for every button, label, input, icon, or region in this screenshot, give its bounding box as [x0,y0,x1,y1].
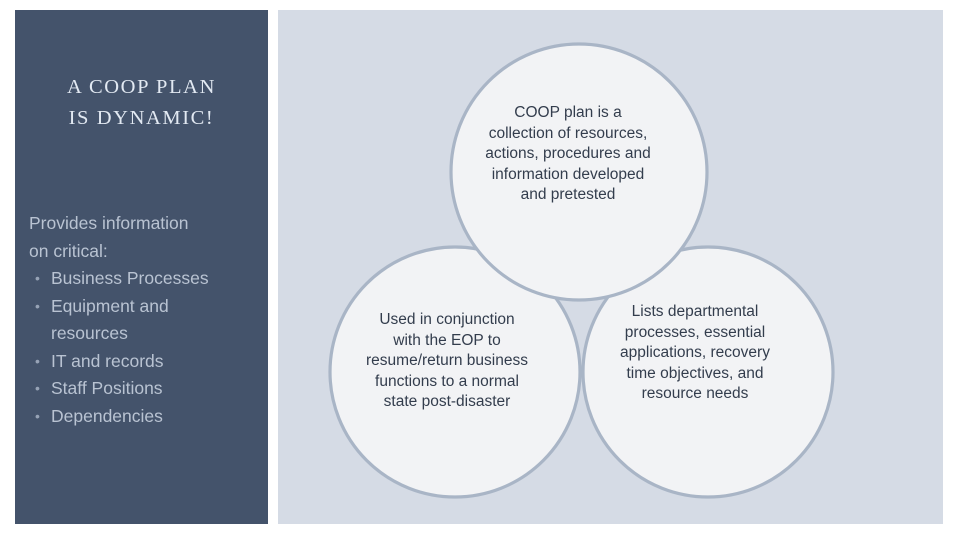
page-title-line-1: A COOP PLAN [67,76,216,98]
page-title-line-2: IS DYNAMIC! [68,107,215,129]
list-item-label: Business Processes [51,268,209,288]
list-item: • Staff Positions [29,375,269,403]
venn-circle-top-label: COOP plan is a collection of resources, … [441,103,695,206]
venn-left-line-5: state post-disaster [383,393,511,410]
list-item-label: Dependencies [51,405,163,426]
bullet-icon: • [35,297,40,314]
venn-right-line-3: applications, recovery [620,344,770,361]
venn-circle-bottom-right[interactable] [581,245,835,499]
intro-text: Provides information on critical: [29,210,269,265]
venn-left-line-4: functions to a normal [375,372,519,390]
venn-right-line-2: processes, essential [624,323,766,341]
intro-line-1: Provides information [29,213,189,233]
three-circle-venn-diagram [328,42,835,499]
venn-top-line-1: COOP plan is a [514,104,622,121]
bullet-icon: • [35,352,40,369]
critical-items-list: • Business Processes • Equipment and res… [29,265,269,430]
venn-right-line-4: time objectives, and [626,364,764,382]
list-item-label: Staff Positions [51,378,163,398]
list-item-label: Equipment and [51,295,169,316]
list-item: • IT and records [29,348,269,376]
bullet-icon: • [35,270,40,286]
venn-right-line-5: resource needs [641,385,749,402]
list-item: • Business Processes [29,265,269,293]
venn-top-line-5: and pretested [520,186,616,203]
venn-circle-bottom-right-label: Lists departmental processes, essential … [568,302,822,405]
left-panel-body: Provides information on critical: • Busi… [29,210,269,430]
list-item: • Dependencies [29,403,269,431]
intro-line-2: on critical: [29,240,108,261]
list-item: • Equipment and resources [29,293,269,348]
venn-left-line-1: Used in conjunction [379,311,515,328]
venn-left-line-3: resume/return business [366,352,528,369]
bullet-icon: • [35,407,40,424]
venn-circle-top[interactable] [449,42,709,302]
venn-top-line-3: actions, procedures and [485,145,651,162]
list-item-label-wrap: resources [51,323,128,343]
left-content-panel: A COOP PLAN IS DYNAMIC! Provides informa… [15,10,268,524]
venn-top-line-2: collection of resources, [488,124,648,142]
venn-left-line-2: with the EOP to [393,331,501,349]
list-item-label: IT and records [51,350,164,371]
venn-circle-bottom-left[interactable] [328,245,582,499]
diagram-panel: COOP plan is a collection of resources, … [278,10,943,524]
venn-right-line-1: Lists departmental [631,303,759,320]
venn-top-line-4: information developed [491,165,645,183]
venn-circle-bottom-left-label: Used in conjunction with the EOP to resu… [320,310,574,413]
page-title: A COOP PLAN IS DYNAMIC! [15,72,268,134]
bullet-icon: • [35,380,40,396]
